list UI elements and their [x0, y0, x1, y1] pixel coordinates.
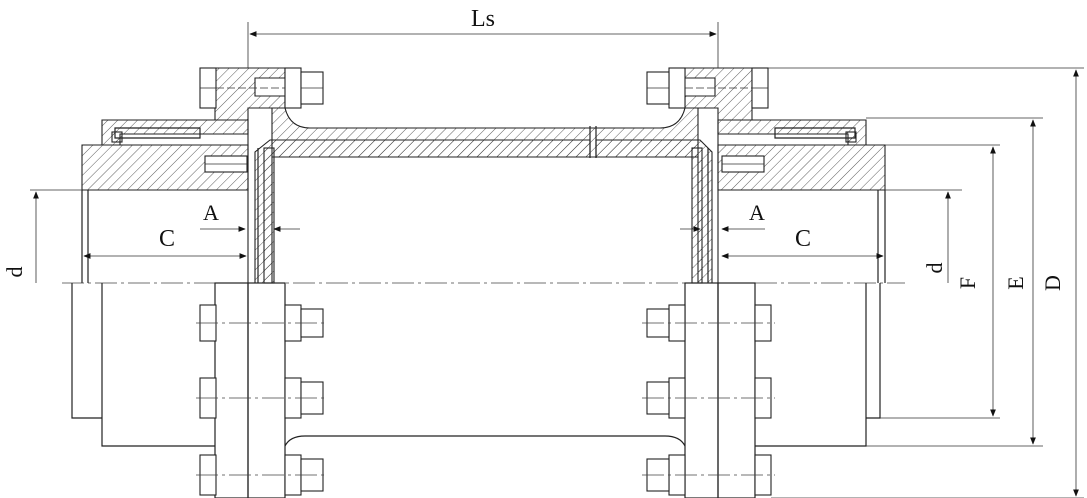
right-hub-outline	[755, 190, 886, 447]
dimension-d-left	[30, 189, 82, 283]
label-d-left: d	[2, 267, 27, 278]
dimension-ls	[247, 22, 719, 68]
right-hub-section	[717, 144, 886, 191]
left-disc-pack	[263, 147, 275, 284]
lower-left-bolts	[196, 304, 328, 496]
label-c-right: C	[795, 226, 811, 252]
dimension-d-right	[885, 189, 962, 283]
dimension-big-d	[768, 67, 1084, 498]
label-big-d: D	[1040, 275, 1065, 291]
upper-left-bolt	[199, 67, 324, 109]
left-hub-outline	[71, 190, 215, 447]
label-c-left: C	[159, 226, 175, 252]
left-seal-housing	[101, 119, 249, 146]
left-flange-lower	[214, 282, 286, 498]
label-d-right: d	[922, 263, 947, 274]
label-ls: Ls	[471, 6, 495, 32]
upper-right-bolt	[646, 67, 769, 109]
lower-right-bolts	[642, 304, 775, 496]
label-a-left: A	[203, 200, 219, 225]
label-e: E	[1003, 276, 1028, 289]
spacer-tube-upper	[271, 107, 699, 158]
label-a-right: A	[749, 200, 765, 225]
spacer-tube-lower	[284, 435, 686, 447]
dimension-f	[880, 144, 1000, 419]
right-seal-housing	[717, 119, 867, 146]
right-flange-lower	[684, 282, 756, 498]
left-hub-section	[81, 144, 249, 191]
right-disc-pack	[691, 147, 703, 284]
dimension-e	[866, 117, 1043, 447]
label-f: F	[955, 277, 980, 289]
